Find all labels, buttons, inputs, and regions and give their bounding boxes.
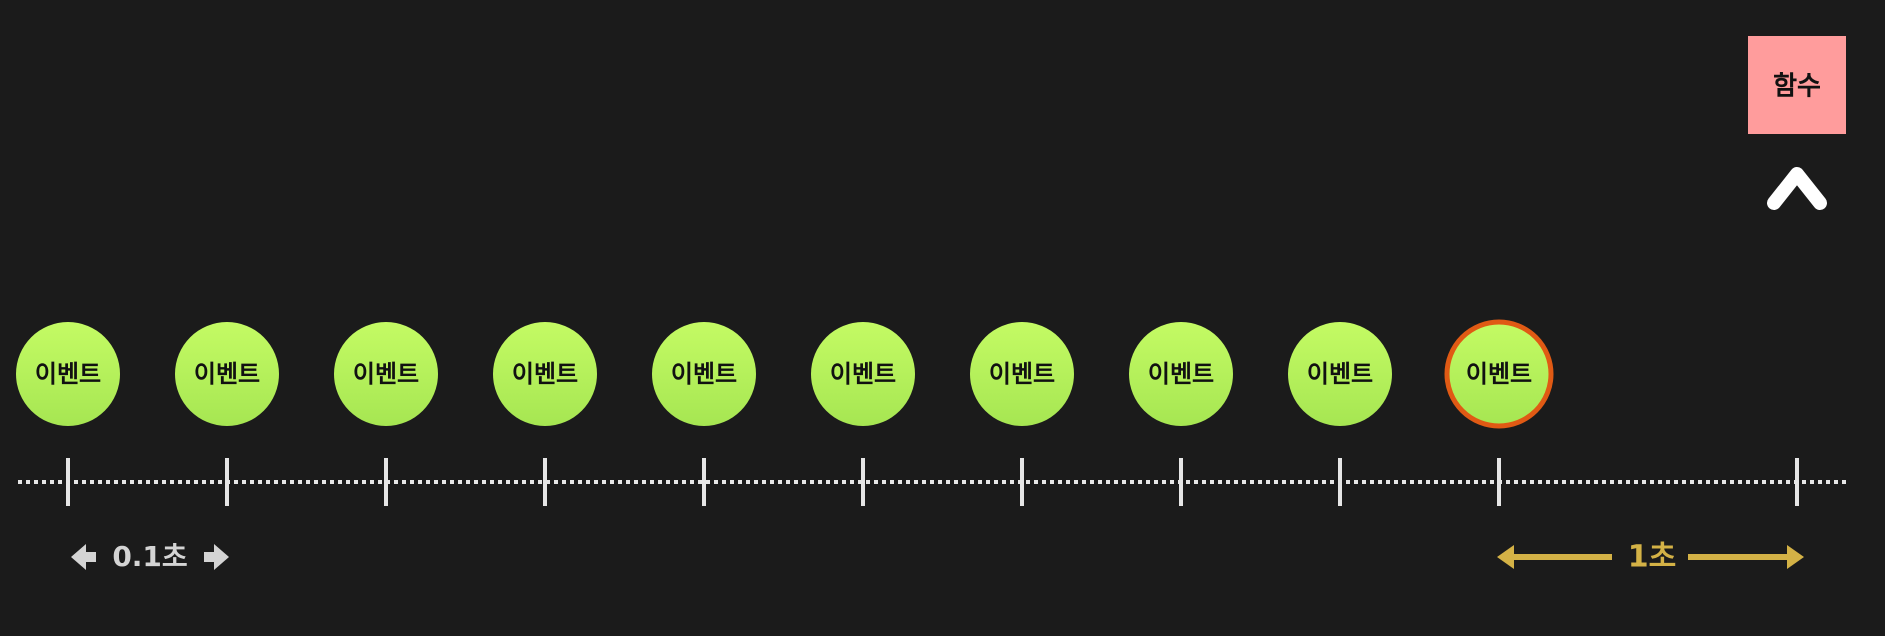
function-box-rect bbox=[1748, 36, 1846, 134]
event-node: 이벤트 bbox=[334, 322, 438, 426]
event-node: 이벤트 bbox=[652, 322, 756, 426]
long-interval-indicator: 1초 bbox=[1497, 540, 1804, 575]
event-node: 이벤트 bbox=[175, 322, 279, 426]
event-node: 이벤트 bbox=[970, 322, 1074, 426]
event-label: 이벤트 bbox=[989, 360, 1055, 388]
event-circle-highlighted bbox=[1444, 319, 1554, 429]
event-circle bbox=[1129, 322, 1233, 426]
event-circle bbox=[811, 322, 915, 426]
event-circle bbox=[493, 322, 597, 426]
event-label: 이벤트 bbox=[671, 360, 737, 388]
short-interval-label: 0.1초 bbox=[112, 540, 187, 573]
arrow-left-icon bbox=[71, 544, 96, 570]
event-label: 이벤트 bbox=[1466, 360, 1532, 388]
event-node: 이벤트 bbox=[1288, 322, 1392, 426]
event-node: 이벤트 bbox=[493, 322, 597, 426]
event-node: 이벤트 bbox=[811, 322, 915, 426]
function-box-label: 함수 bbox=[1773, 72, 1821, 102]
event-label: 이벤트 bbox=[35, 360, 101, 388]
arrow-right-icon bbox=[204, 544, 229, 570]
long-interval-label: 1초 bbox=[1628, 540, 1676, 575]
event-circle bbox=[1288, 322, 1392, 426]
event-label: 이벤트 bbox=[512, 360, 578, 388]
event-circle bbox=[175, 322, 279, 426]
event-circle bbox=[652, 322, 756, 426]
event-node: 이벤트 bbox=[16, 322, 120, 426]
function-box: 함수 bbox=[1748, 36, 1846, 134]
timeline-ticks bbox=[66, 458, 1799, 506]
event-label: 이벤트 bbox=[194, 360, 260, 388]
event-label: 이벤트 bbox=[1307, 360, 1373, 388]
event-node: 이벤트 bbox=[1444, 319, 1554, 429]
arrow-left-icon bbox=[1497, 545, 1612, 569]
event-circle bbox=[334, 322, 438, 426]
arrow-right-icon bbox=[1688, 545, 1804, 569]
short-interval-indicator: 0.1초 bbox=[71, 540, 229, 573]
event-circle bbox=[16, 322, 120, 426]
event-label: 이벤트 bbox=[353, 360, 419, 388]
event-node: 이벤트 bbox=[1129, 322, 1233, 426]
event-row: 이벤트 이벤트 이벤트 이벤트 이벤트 이벤트 이벤트 이벤트 이벤트 이벤트 bbox=[16, 319, 1554, 429]
event-label: 이벤트 bbox=[1148, 360, 1214, 388]
event-circle bbox=[970, 322, 1074, 426]
arrow-up-icon bbox=[1767, 167, 1827, 425]
event-label: 이벤트 bbox=[830, 360, 896, 388]
